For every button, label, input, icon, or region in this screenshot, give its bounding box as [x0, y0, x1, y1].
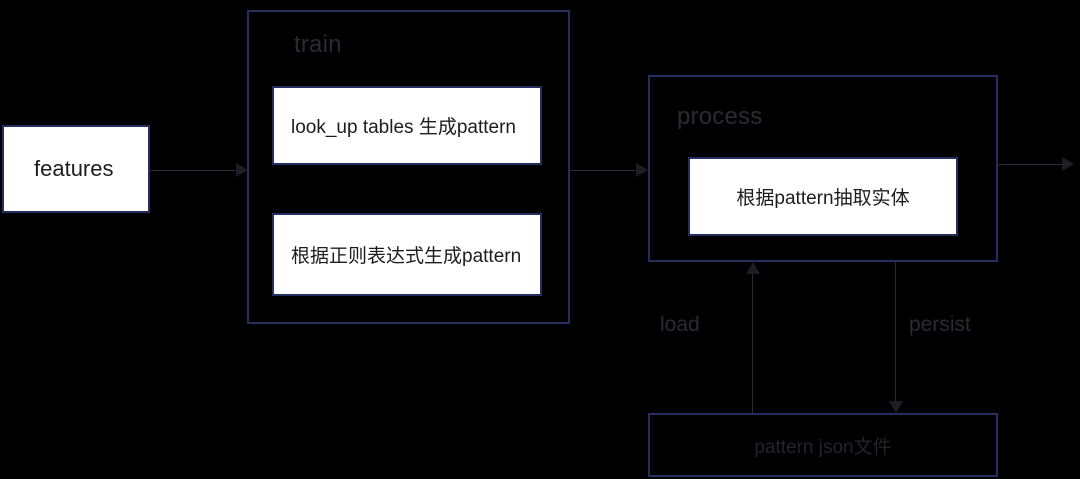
node-regex-pattern[interactable]: 根据正则表达式生成pattern [272, 213, 542, 296]
edge-load-line [752, 274, 753, 413]
edge-train-to-process-line [570, 170, 636, 171]
node-features[interactable]: features [2, 125, 150, 213]
group-train-label: train [294, 31, 342, 58]
edge-features-to-train-arrowhead [236, 163, 248, 177]
node-pattern-json-file[interactable]: pattern json文件 [648, 413, 998, 477]
node-extract-entity[interactable]: 根据pattern抽取实体 [688, 157, 958, 236]
node-lookup-tables-pattern-label: look_up tables 生成pattern [291, 117, 516, 138]
edge-persist-line [895, 262, 896, 401]
node-lookup-tables-pattern[interactable]: look_up tables 生成pattern [272, 86, 542, 165]
node-features-label: features [34, 156, 114, 181]
node-extract-entity-label: 根据pattern抽取实体 [736, 188, 910, 209]
edge-train-to-process-arrowhead [636, 163, 648, 177]
edge-load-label: load [660, 313, 700, 336]
group-process[interactable] [648, 75, 998, 262]
edge-features-to-train-line [150, 170, 236, 171]
edge-persist-label: persist [909, 313, 971, 336]
edge-load-arrowhead [746, 262, 760, 274]
node-pattern-json-file-label: pattern json文件 [754, 436, 892, 458]
group-train[interactable] [247, 10, 570, 324]
edge-process-output-line [998, 164, 1062, 165]
group-process-label: process [677, 103, 763, 130]
edge-process-output-arrowhead [1062, 157, 1074, 171]
edge-persist-arrowhead [889, 401, 903, 413]
node-regex-pattern-label: 根据正则表达式生成pattern [291, 246, 522, 267]
